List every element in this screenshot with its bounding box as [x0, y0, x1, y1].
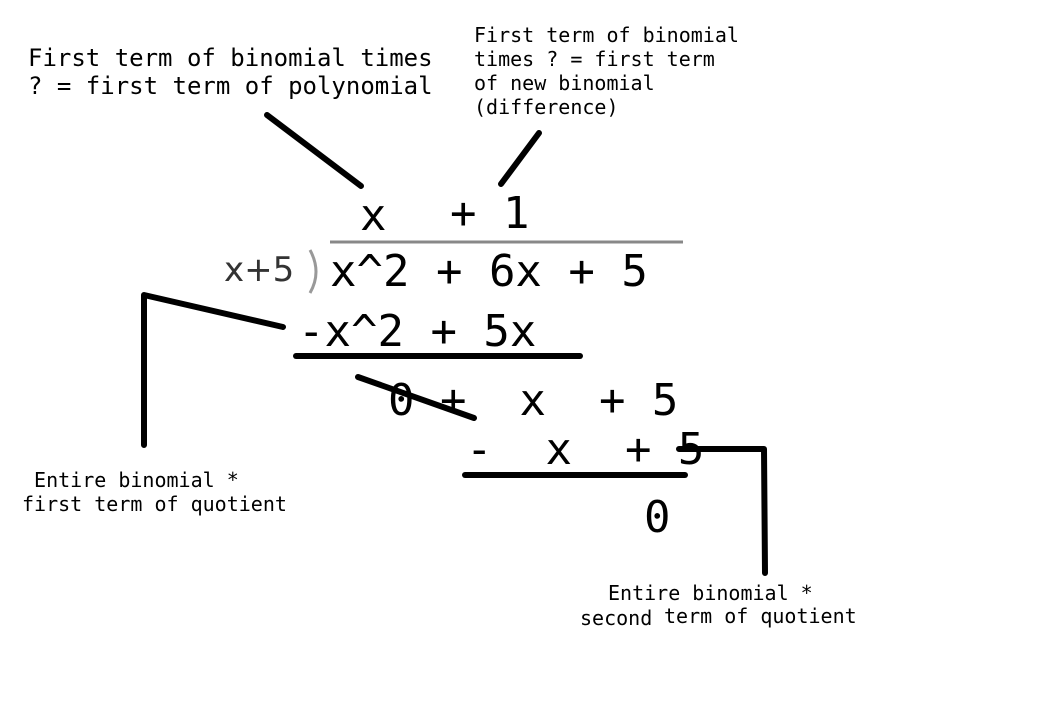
annotation-top-right: First term of binomial times ? = first t… — [474, 23, 739, 119]
quotient-first-term: x — [360, 190, 387, 241]
cancel-stroke — [355, 374, 477, 421]
divisor: x+5 — [224, 250, 295, 290]
annotation-bottom-right-line2a: second — [580, 606, 653, 630]
final-remainder: 0 — [644, 492, 671, 543]
annotation-bottom-right-line2b: term of quotient — [664, 604, 857, 628]
remainder-zero: 0 — [388, 375, 415, 426]
annotation-top-left: First term of binomial times ? = first t… — [28, 44, 433, 100]
remainder-terms: + x + 5 — [440, 375, 679, 426]
pointer-bottom-right — [676, 446, 768, 576]
pointer-top-right — [498, 130, 542, 187]
pointer-bottom-left — [141, 292, 286, 448]
dividend: x^2 + 6x + 5 — [330, 246, 648, 297]
annotation-bottom-left: Entire binomial * first term of quotient — [22, 468, 287, 516]
quotient-second-term: + 1 — [450, 188, 530, 239]
division-bracket — [308, 249, 318, 294]
pointer-top-left — [264, 112, 364, 189]
annotation-bottom-right-line1: Entire binomial * — [608, 581, 813, 605]
subtraction-step-1: -x^2 + 5x — [298, 306, 537, 357]
